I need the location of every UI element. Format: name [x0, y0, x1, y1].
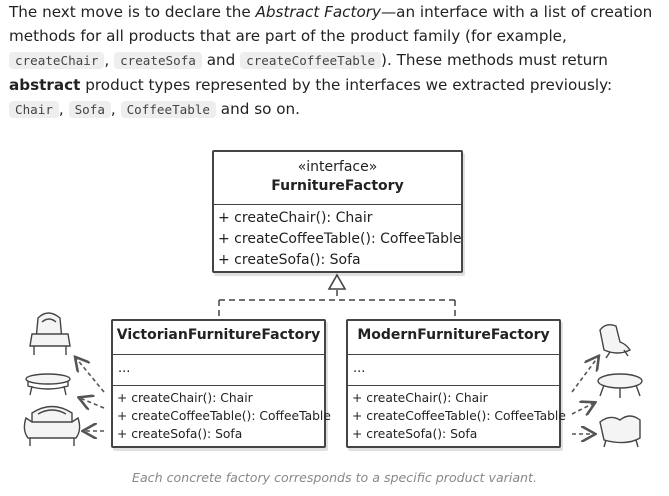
para-text: product types represented by the interfa…	[80, 76, 613, 94]
realization-connector	[218, 290, 456, 320]
victorian-sofa-icon	[23, 405, 81, 446]
code-create-sofa: createSofa	[114, 52, 202, 69]
method-create-sofa: + createSofa(): Sofa	[218, 252, 361, 268]
interface-header: «interface» FurnitureFactory	[214, 152, 461, 204]
para-text: and	[201, 51, 241, 69]
victorian-header: VictorianFurnitureFactory	[113, 321, 324, 354]
modern-header: ModernFurnitureFactory	[348, 321, 559, 354]
para-bold: abstract	[9, 76, 81, 94]
code-chair: Chair	[9, 101, 59, 118]
modern-product-arrows	[571, 357, 598, 434]
victorian-coffee-table-icon	[25, 373, 71, 396]
diagram-caption: Each concrete factory corresponds to a s…	[132, 470, 537, 485]
victorian-method-create-sofa: + createSofa(): Sofa	[117, 427, 243, 441]
victorian-method-create-coffee-table: + createCoffeeTable(): CoffeeTable	[117, 409, 331, 423]
para-text: —an interface with a list of creation me…	[9, 3, 653, 45]
para-emphasis: Abstract Factory	[255, 3, 381, 21]
code-create-chair: createChair	[9, 52, 105, 69]
furniture-factory-interface: «interface» FurnitureFactory + createCha…	[212, 150, 463, 273]
intro-paragraph: The next move is to declare the Abstract…	[9, 0, 661, 122]
victorian-product-arrows	[76, 358, 105, 431]
modern-method-create-chair: + createChair(): Chair	[352, 391, 488, 405]
interface-name: FurnitureFactory	[271, 178, 404, 194]
code-sofa: Sofa	[68, 101, 111, 118]
modern-fields: ...	[348, 354, 559, 385]
victorian-methods: + createChair(): Chair + createCoffeeTab…	[113, 385, 331, 443]
code-create-coffee-table: createCoffeeTable	[240, 52, 382, 69]
victorian-name: VictorianFurnitureFactory	[116, 327, 321, 343]
modern-name: ModernFurnitureFactory	[357, 327, 550, 343]
modern-coffee-table-icon	[597, 373, 643, 398]
interface-methods: + createChair(): Chair + createCoffeeTab…	[214, 204, 462, 271]
victorian-furniture-factory: VictorianFurnitureFactory ... + createCh…	[111, 319, 331, 448]
victorian-method-create-chair: + createChair(): Chair	[117, 391, 253, 405]
modern-method-create-coffee-table: + createCoffeeTable(): CoffeeTable	[352, 409, 566, 423]
modern-chair-icon	[599, 323, 632, 359]
para-sep: ,	[58, 100, 69, 118]
method-create-chair: + createChair(): Chair	[218, 210, 373, 226]
para-text: ). These methods must return	[381, 51, 608, 69]
victorian-fields: ...	[113, 354, 324, 385]
para-sep: ,	[104, 51, 115, 69]
para-text: and so on.	[215, 100, 300, 118]
victorian-fields-ellipsis: ...	[118, 361, 131, 376]
para-sep: ,	[110, 100, 121, 118]
victorian-chair-icon	[29, 312, 71, 355]
method-create-coffee-table: + createCoffeeTable(): CoffeeTable	[218, 231, 462, 247]
modern-methods: + createChair(): Chair + createCoffeeTab…	[348, 385, 566, 443]
interface-stereotype: «interface»	[297, 159, 378, 175]
modern-fields-ellipsis: ...	[353, 361, 366, 376]
modern-furniture-factory: ModernFurnitureFactory ... + createChair…	[346, 319, 566, 448]
para-text: The next move is to declare the	[9, 3, 256, 21]
code-coffee-table: CoffeeTable	[120, 101, 216, 118]
modern-method-create-sofa: + createSofa(): Sofa	[352, 427, 478, 441]
modern-sofa-icon	[599, 415, 641, 448]
inheritance-triangle-icon	[327, 273, 347, 290]
